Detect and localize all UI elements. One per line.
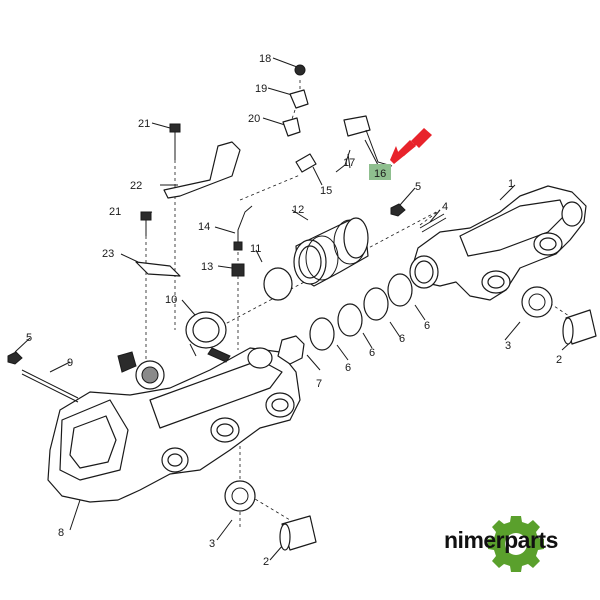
label-16: 16	[374, 168, 386, 180]
part-9-stud	[21, 369, 79, 403]
label-22: 22	[130, 180, 142, 192]
part-14-pipe	[237, 205, 253, 248]
part-21-bolts	[140, 123, 181, 236]
label-7: 7	[316, 378, 322, 390]
label-12: 12	[292, 204, 304, 216]
part-1-exhaust-manifold-rear	[409, 185, 587, 301]
label-4: 4	[442, 201, 448, 213]
part-16-sensor-lead	[365, 129, 393, 167]
label-5-rear: 5	[415, 181, 421, 193]
part-16-sensor	[343, 115, 371, 137]
part-19-clip	[289, 89, 309, 109]
part-10-clamp	[185, 311, 231, 363]
label-21-top: 21	[138, 118, 150, 130]
label-21-mid: 21	[109, 206, 121, 218]
label-9: 9	[67, 357, 73, 369]
part-11-ring	[263, 267, 293, 301]
label-23: 23	[102, 248, 114, 260]
label-3-front: 3	[209, 538, 215, 550]
part-15-adapter	[295, 153, 317, 173]
label-6-c: 6	[399, 333, 405, 345]
highlight-arrow	[390, 128, 432, 160]
part-2-pipe-sleeve	[279, 309, 597, 551]
label-15: 15	[320, 185, 332, 197]
label-19: 19	[255, 83, 267, 95]
label-11: 11	[250, 243, 261, 255]
label-8: 8	[58, 527, 64, 539]
label-2-front: 2	[263, 556, 269, 568]
callout-labels: 1 2 2 3 3 4 5 5 6 6 6 6 7 8 9 10 11 12 1…	[26, 53, 562, 568]
part-18-screw	[294, 64, 306, 76]
highlight-box-16	[369, 164, 391, 180]
label-6-a: 6	[345, 362, 351, 374]
part-14-pipe-nut	[233, 241, 243, 251]
part-20-clip	[282, 117, 301, 137]
label-10: 10	[165, 294, 177, 306]
part-3-flange	[224, 286, 553, 512]
label-5-front: 5	[26, 332, 32, 344]
part-22-bracket	[163, 141, 241, 199]
label-3-rear: 3	[505, 340, 511, 352]
part-7-gasket	[277, 335, 305, 365]
part-17-wire	[347, 153, 351, 169]
part-5-nut-rear	[390, 203, 406, 217]
gear-logo-icon	[488, 516, 544, 572]
label-2-rear: 2	[556, 354, 562, 366]
part-5-nut-front	[7, 351, 23, 365]
label-6-d: 6	[424, 320, 430, 332]
part-6-seal-rings	[309, 273, 413, 351]
part-8-exhaust-manifold-front	[47, 347, 301, 503]
brand-logo-text: nimerparts	[444, 527, 558, 553]
label-20: 20	[248, 113, 260, 125]
label-13: 13	[201, 261, 213, 273]
part-12-sleeve	[293, 217, 369, 287]
part-13-fitting	[231, 263, 245, 277]
label-14: 14	[198, 221, 210, 233]
label-17: 17	[343, 157, 355, 169]
label-6-b: 6	[369, 347, 375, 359]
part-4-stud	[419, 213, 447, 233]
label-1: 1	[508, 178, 514, 190]
label-18: 18	[259, 53, 271, 65]
part-23-plate	[135, 261, 181, 277]
highlight-arrow-head	[390, 140, 416, 164]
